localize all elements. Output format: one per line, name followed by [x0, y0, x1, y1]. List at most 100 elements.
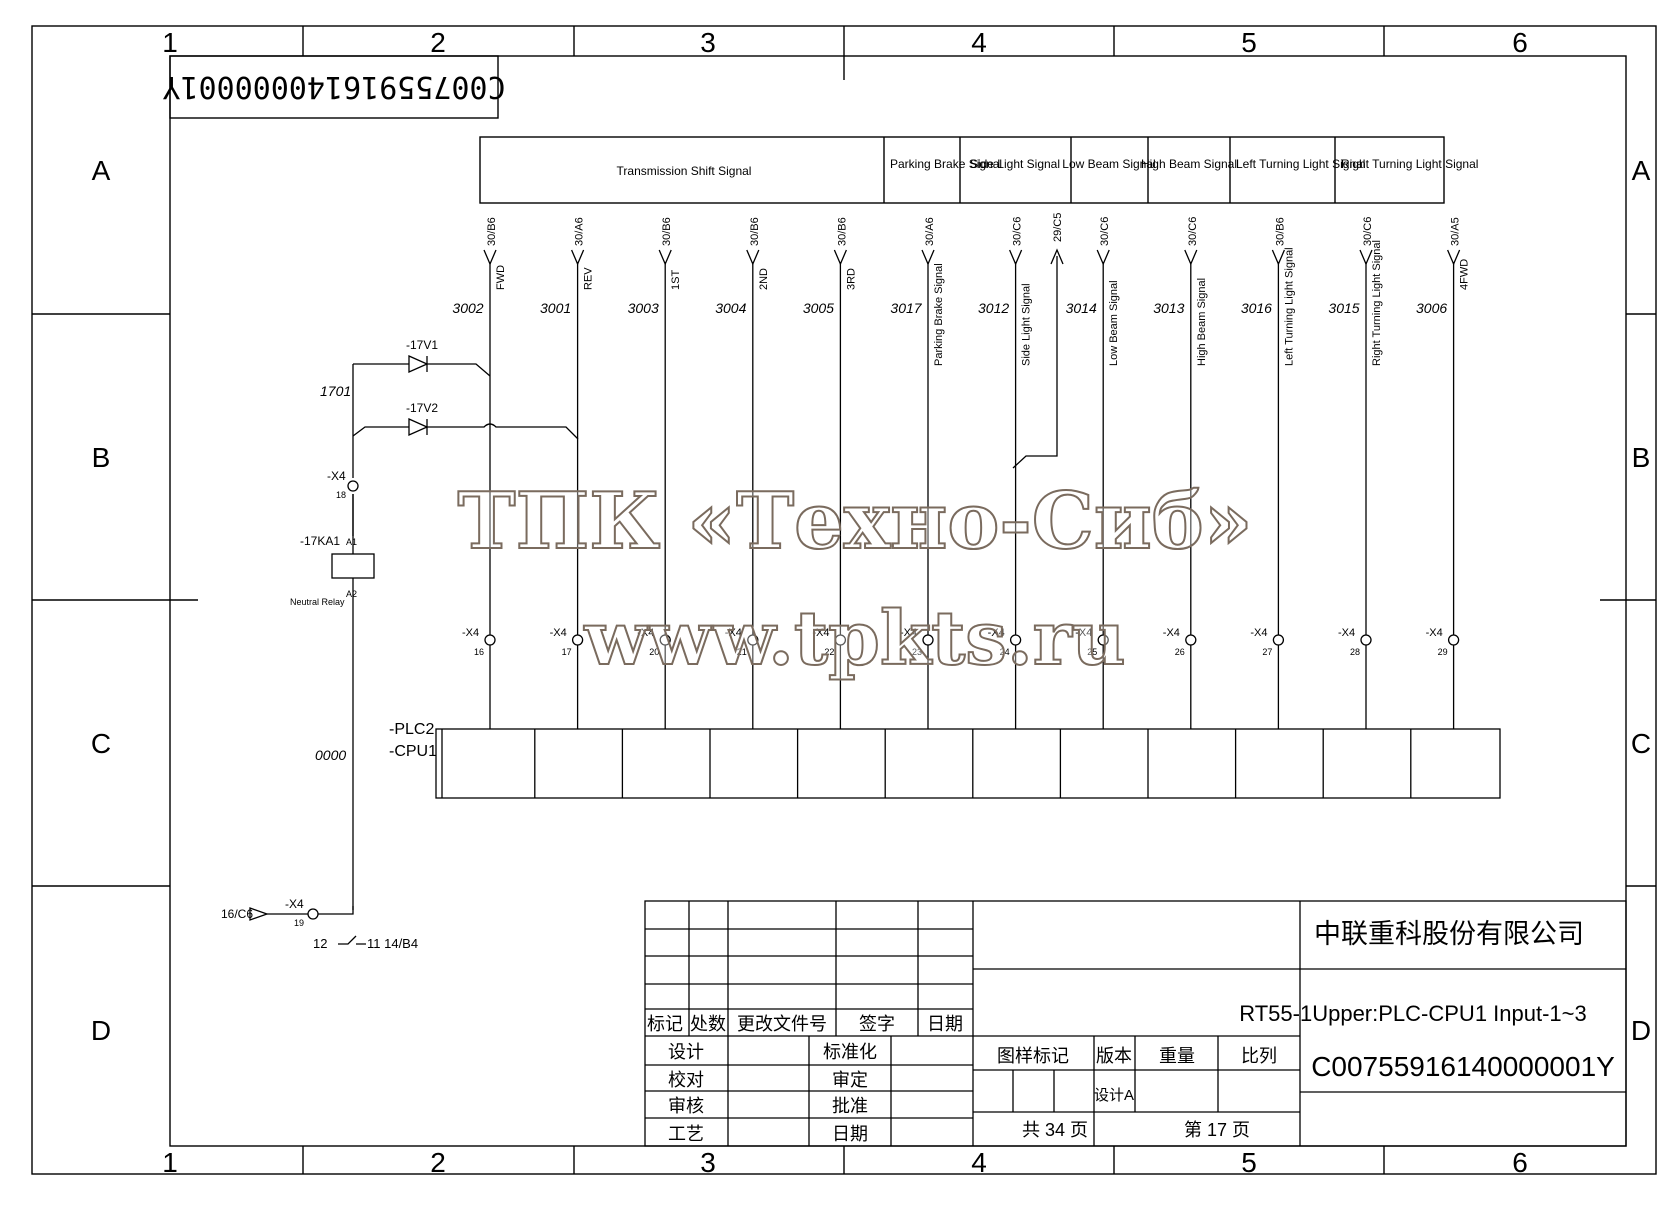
channel-3016-number: 3016 — [1241, 300, 1272, 316]
channel-3014-term-number: 25 — [1087, 647, 1097, 657]
channel-3013-ref: 30/C6 — [1187, 217, 1199, 246]
terminal-x4-29[interactable] — [1447, 634, 1460, 646]
side-light-link-wire — [1012, 256, 1058, 469]
channel-3014-ref: 30/C6 — [1099, 217, 1111, 246]
supply-wire — [267, 906, 354, 915]
channel-3002-tag: FWD — [495, 265, 507, 290]
relay-tag-label: -17KA1 — [300, 534, 340, 548]
terminal-x4-26[interactable] — [1185, 634, 1197, 646]
col-label-3-bottom: 3 — [700, 1147, 716, 1178]
diode2-label: -17V2 — [406, 401, 438, 415]
channel-3013-term-number: 26 — [1175, 647, 1185, 657]
row-approve: 审定 — [832, 1070, 868, 1090]
channel-3017-ref: 30/A6 — [924, 217, 936, 246]
row-label-a-right: A — [1632, 155, 1651, 186]
channel-3015-term-prefix: -X4 — [1338, 627, 1355, 639]
channel-3012-number: 3012 — [978, 300, 1009, 316]
channel-3004-tag: 2ND — [758, 268, 770, 290]
channel-3004-ref: 30/B6 — [749, 217, 761, 246]
terminal-x4-17[interactable] — [571, 634, 584, 646]
src-ref-label: 16/C6 — [221, 907, 253, 921]
header-side-light: Side Light Signal — [970, 157, 1060, 171]
term-x4-label: -X4 — [327, 469, 346, 483]
col-label-6: 6 — [1512, 27, 1528, 58]
header-band — [479, 136, 1445, 204]
terminal-x4-18[interactable] — [347, 480, 359, 492]
channel-3003-term-number: 20 — [649, 647, 659, 657]
channel-3005-term-prefix: -X4 — [812, 627, 829, 639]
channel-3002-number: 3002 — [452, 300, 483, 316]
channel-3002-arrow — [483, 249, 497, 266]
col-label-4-bottom: 4 — [971, 1147, 987, 1178]
terminal-x4-28[interactable] — [1360, 634, 1372, 646]
channel-3001-arrow — [571, 249, 585, 266]
company-name: 中联重科股份有限公司 — [1314, 919, 1584, 949]
marks-hdr-sample: 图样标记 — [997, 1046, 1069, 1066]
terminal-x4-25[interactable] — [1097, 634, 1109, 646]
col-label-1: 1 — [162, 27, 178, 58]
channel-3014-desc: Low Beam Signal — [1108, 280, 1120, 366]
row-check: 校对 — [668, 1070, 704, 1090]
plc-label-1: -PLC2 — [389, 721, 434, 738]
channel-3015-desc: Right Turning Light Signal — [1371, 240, 1383, 366]
terminal-x4-27[interactable] — [1272, 634, 1285, 646]
row-label-d-right: D — [1631, 1015, 1651, 1046]
plc-input-channels: 30/B6FWD3002-X41630/A6REV3001-X41730/B61… — [452, 217, 1471, 798]
terminal-x4-22[interactable] — [834, 634, 847, 646]
watermark-line1: ТПК «Техно-Сиб» — [458, 476, 1253, 567]
terminal-x4-24[interactable] — [1009, 634, 1022, 646]
channel-3006-ref: 30/A5 — [1450, 217, 1462, 246]
row-label-c: C — [91, 728, 111, 759]
terminal-x4-16[interactable] — [484, 634, 496, 646]
col-label-5-bottom: 5 — [1241, 1147, 1257, 1178]
channel-3004-term-number: 21 — [737, 647, 747, 657]
channel-3014-term-prefix: -X4 — [1075, 627, 1092, 639]
terminal-x4-23[interactable] — [922, 634, 934, 646]
rev-hdr-count: 处数 — [690, 1014, 726, 1034]
header-parking-brake: Parking Brake Signal — [890, 157, 1002, 171]
channel-3005-arrow — [833, 249, 847, 266]
channel-3005-ref: 30/B6 — [836, 217, 848, 246]
row-label-c-right: C — [1631, 728, 1651, 759]
marks-hdr-weight: 重量 — [1159, 1046, 1195, 1066]
channel-3001-term-prefix: -X4 — [550, 627, 567, 639]
channel-3005-term-number: 22 — [824, 647, 834, 657]
channel-3016-arrow — [1271, 249, 1285, 266]
row-label-b-right: B — [1632, 442, 1651, 473]
channel-3003-ref: 30/B6 — [661, 217, 673, 246]
terminal-x4-19[interactable] — [307, 908, 319, 920]
channel-3016-term-prefix: -X4 — [1250, 627, 1267, 639]
channel-3003-term-prefix: -X4 — [637, 627, 654, 639]
col-label-2-bottom: 2 — [430, 1147, 446, 1178]
channel-3004-term-prefix: -X4 — [725, 627, 742, 639]
rev-hdr-docno: 更改文件号 — [737, 1014, 827, 1034]
channel-3005-number: 3005 — [803, 300, 834, 316]
header-left-turning: Left Turning Light Signal — [1236, 157, 1365, 171]
diode-17v1 — [408, 354, 429, 374]
channel-3017-term-prefix: -X4 — [900, 627, 917, 639]
row-design: 设计 — [668, 1042, 704, 1062]
channel-3012-ref: 30/C6 — [1012, 217, 1024, 246]
mirrored-number-box — [169, 55, 499, 119]
row-review: 审核 — [668, 1096, 704, 1116]
rev-hdr-date: 日期 — [927, 1014, 963, 1034]
plc-label-2: -CPU1 — [389, 743, 437, 760]
row-label-b: B — [92, 442, 111, 473]
terminal-x4-20[interactable] — [659, 634, 671, 646]
marks-hdr-scale: 比列 — [1241, 1046, 1277, 1066]
terminal-x4-21[interactable] — [747, 634, 759, 646]
channel-3016-desc: Left Turning Light Signal — [1283, 247, 1295, 366]
channel-3002-ref: 30/B6 — [486, 217, 498, 246]
channel-3017-number: 3017 — [890, 300, 922, 316]
channel-3013-arrow — [1184, 249, 1198, 266]
channel-3003-arrow — [658, 249, 672, 266]
channel-3002-term-number: 16 — [474, 647, 484, 657]
supply-arrow — [249, 907, 269, 921]
contact-right-label: 11 14/B4 — [367, 936, 418, 951]
channel-3014-number: 3014 — [1066, 300, 1097, 316]
channel-3017-desc: Parking Brake Signal — [933, 263, 945, 366]
mirrored-drawing-number: C00755916140000001Y — [162, 69, 505, 104]
version-value: 设计A — [1094, 1087, 1134, 1104]
wire-0000-label: 0000 — [315, 747, 346, 763]
